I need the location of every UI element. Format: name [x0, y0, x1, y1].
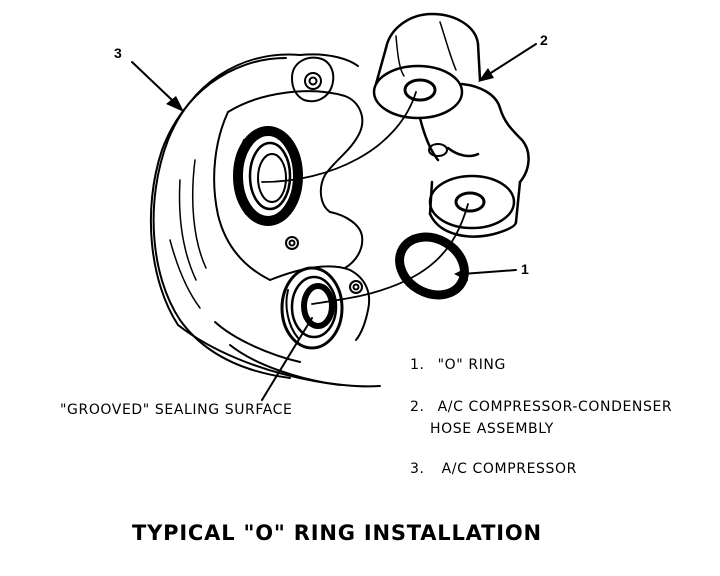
grooved-port: [280, 266, 344, 350]
legend-item-number: 1.: [410, 357, 425, 373]
assembly-lines: [261, 91, 469, 305]
legend-item-2: 2. A/C COMPRESSOR-CONDENSER: [410, 399, 672, 415]
callout-1: 1: [521, 261, 529, 277]
legend-item-1: 1. "O" RING: [410, 357, 506, 373]
callout-3: 3: [114, 45, 122, 61]
legend-item-text: A/C COMPRESSOR: [441, 461, 577, 477]
leader-lines: [131, 43, 537, 401]
legend-item-text: A/C COMPRESSOR-CONDENSER: [437, 399, 673, 415]
callout-2: 2: [540, 32, 548, 48]
legend-item-number: 3.: [410, 461, 425, 477]
legend-item-2-continuation: HOSE ASSEMBLY: [430, 421, 554, 437]
legend-item-number: 2.: [410, 399, 425, 415]
o-ring: [395, 232, 469, 300]
legend-item-3: 3. A/C COMPRESSOR: [410, 461, 577, 477]
leader-arrowheads: [166, 68, 494, 281]
figure-caption: TYPICAL "O" RING INSTALLATION: [132, 521, 542, 545]
legend-item-text: "O" RING: [437, 357, 506, 373]
upper-port: [233, 126, 303, 226]
grooved-sealing-surface-label: "GROOVED" SEALING SURFACE: [60, 402, 293, 418]
hose-assembly: [372, 12, 530, 238]
